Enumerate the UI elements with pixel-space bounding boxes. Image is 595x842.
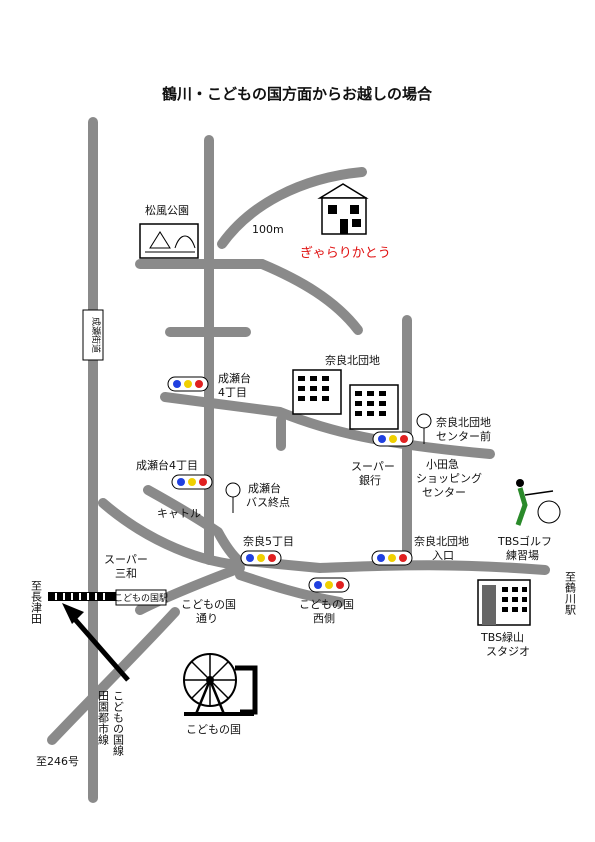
signal-naraketa-entrance xyxy=(371,550,413,566)
kodomo-nishi-label-a: こどもの国 xyxy=(299,598,354,611)
signal-kodomo-nishi xyxy=(308,577,350,593)
road-west-curve xyxy=(98,498,243,570)
road-main-east xyxy=(230,555,550,575)
direction-arrow xyxy=(62,603,130,682)
kodomo-nishi-label-b: 西側 xyxy=(313,612,335,625)
kodomonokuni-station-box xyxy=(115,589,167,606)
bus-terminal-label-a: 成瀬台 xyxy=(248,481,281,495)
distance-label: 100m xyxy=(252,223,284,236)
railway xyxy=(48,592,116,601)
kodomonokuni-station-label: こどもの国駅 xyxy=(114,593,168,604)
signal-naraketa-center xyxy=(372,431,414,447)
road-curve-center xyxy=(143,485,245,567)
railway-track xyxy=(48,592,116,601)
naraketa-center-label-b: センター前 xyxy=(436,429,491,443)
map-title: 鶴川・こどもの国方面からお越しの場合 xyxy=(162,85,433,103)
apartment-icon-right xyxy=(349,384,399,430)
to-246-label: 至246号 xyxy=(36,755,79,768)
odakyu-label-b: ショッピング xyxy=(416,471,482,485)
signal-naruse-4chome-top xyxy=(167,376,209,392)
kodomo-line-label: こどもの国線 xyxy=(112,690,125,756)
road-kodomo-nishi xyxy=(235,570,345,607)
naraketa-center-label-a: 奈良北団地 xyxy=(436,415,491,429)
narasekita-danchi-label: 奈良北団地 xyxy=(325,353,380,367)
to-nagatsuta-label: 至長津田 xyxy=(30,580,43,624)
tbs-studio-icon xyxy=(477,579,531,626)
nara-5chome-label: 奈良5丁目 xyxy=(243,534,294,548)
signal-nara-5chome xyxy=(240,550,282,566)
road-upper-right xyxy=(257,259,363,335)
naruse-4chome-label-b: 4丁目 xyxy=(218,386,247,399)
road-naruse-4chome xyxy=(160,392,495,459)
matsukaze-park-label: 松風公園 xyxy=(145,203,189,217)
naruse-kaido-box xyxy=(82,309,104,361)
odakyu-label-c: センター xyxy=(422,486,466,499)
signal-naruse-4chome-bottom xyxy=(171,474,213,490)
naruse-kaido-label: 成瀬街道 xyxy=(90,317,102,353)
bus-stop-icon-center xyxy=(416,413,432,444)
kodomonokuni-label: こどもの国 xyxy=(186,723,241,736)
to-tsurukawa-label: 至鶴川駅 xyxy=(564,571,577,616)
apartment-icon-left xyxy=(292,369,342,415)
tbs-golf-label-b: 練習場 xyxy=(506,548,539,562)
naraketa-entrance-label-a: 奈良北団地 xyxy=(414,534,469,548)
road-to-gallery xyxy=(217,167,367,249)
kodomo-dori-label-a: こどもの国 xyxy=(181,598,236,611)
super-sanwa-label-b: 三和 xyxy=(115,567,137,580)
park-icon xyxy=(139,223,199,259)
bus-terminal-label-b: バス終点 xyxy=(246,495,290,509)
road-kodomo-dori xyxy=(135,563,245,615)
road-to-246 xyxy=(47,607,180,745)
tbs-studio-label-a: TBS緑山 xyxy=(480,630,524,644)
super-sanwa-label-a: スーパー xyxy=(104,553,148,566)
ferris-wheel-icon xyxy=(183,653,258,716)
railway-ties xyxy=(55,593,105,600)
kyatoru-label: キャトル xyxy=(157,507,201,520)
naruse-4chome-label-a: 成瀬台 xyxy=(218,371,251,385)
super-bank-label-b: 銀行 xyxy=(359,473,381,487)
golfer-icon xyxy=(515,479,561,526)
destination-label: ぎゃらりかとう xyxy=(300,246,391,261)
den-en-line-label: 田園都市線 xyxy=(97,690,110,745)
bus-stop-icon-terminal xyxy=(225,482,241,513)
tbs-studio-label-b: スタジオ xyxy=(486,645,530,658)
road-network xyxy=(47,117,550,803)
odakyu-label-a: 小田急 xyxy=(426,457,459,471)
super-bank-label-a: スーパー xyxy=(351,460,395,473)
tbs-golf-label-a: TBSゴルフ xyxy=(497,534,552,548)
naruse-4chome-signal-label: 成瀬台4丁目 xyxy=(136,458,198,472)
naraketa-entrance-label-b: 入口 xyxy=(432,549,454,562)
kodomo-dori-label-b: 通り xyxy=(196,612,218,625)
gallery-house-icon xyxy=(317,183,369,235)
